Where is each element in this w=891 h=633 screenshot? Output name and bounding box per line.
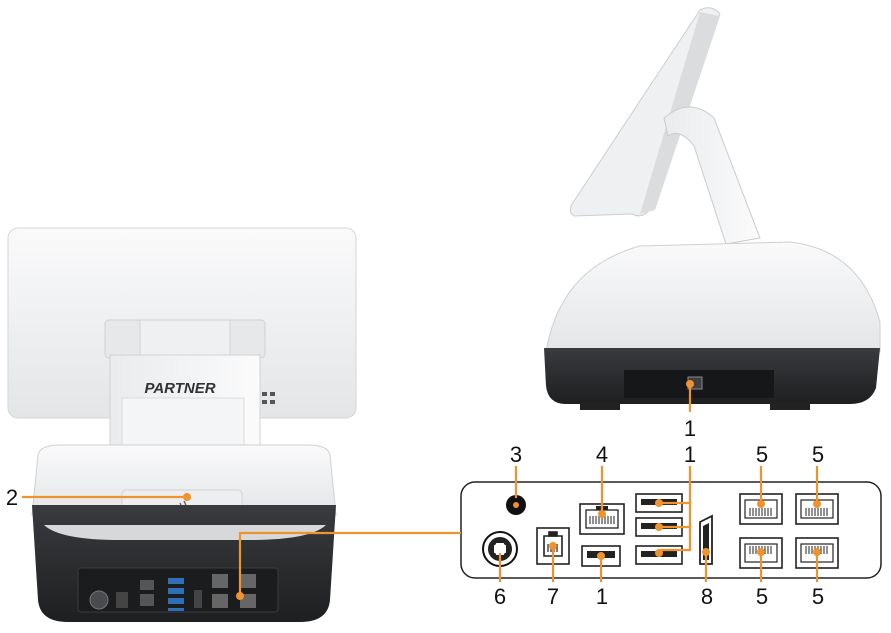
side-arm: [663, 106, 761, 245]
callout-dc-in: 6: [494, 584, 506, 609]
vent-slots: [262, 392, 275, 404]
callout-rj11: 7: [547, 584, 559, 609]
callout-com-b: 5: [812, 442, 824, 467]
dc-in-port: [89, 590, 109, 610]
terminal-side-view: [544, 7, 881, 410]
brand-logo: PARTNER: [144, 380, 215, 397]
rear-usb-ports: [168, 578, 184, 611]
leader-lines: [22, 380, 821, 600]
side-base: [545, 241, 881, 353]
terminal-rear-view: PARTNER: [7, 227, 357, 622]
callout-com-c: 5: [756, 584, 768, 609]
callout-usb-stack: 1: [684, 442, 696, 467]
callout-lan: 4: [596, 442, 608, 467]
callout-nfc: 2: [6, 485, 18, 510]
callout-labels: 1 2 3 4 1 5 5 6 7 1 8 5 5: [6, 416, 824, 609]
callout-side-usb: 1: [684, 416, 696, 441]
callout-usb-single: 1: [596, 584, 608, 609]
ethernet-port-icon: [579, 503, 625, 535]
callout-com-a: 5: [756, 442, 768, 467]
power-connector-icon: [482, 531, 518, 567]
rear-lan-ports: [212, 574, 256, 608]
callout-com-d: 5: [812, 584, 824, 609]
callout-lock: 3: [510, 442, 522, 467]
side-screen: [569, 7, 721, 217]
callout-displayport: 8: [701, 584, 713, 609]
